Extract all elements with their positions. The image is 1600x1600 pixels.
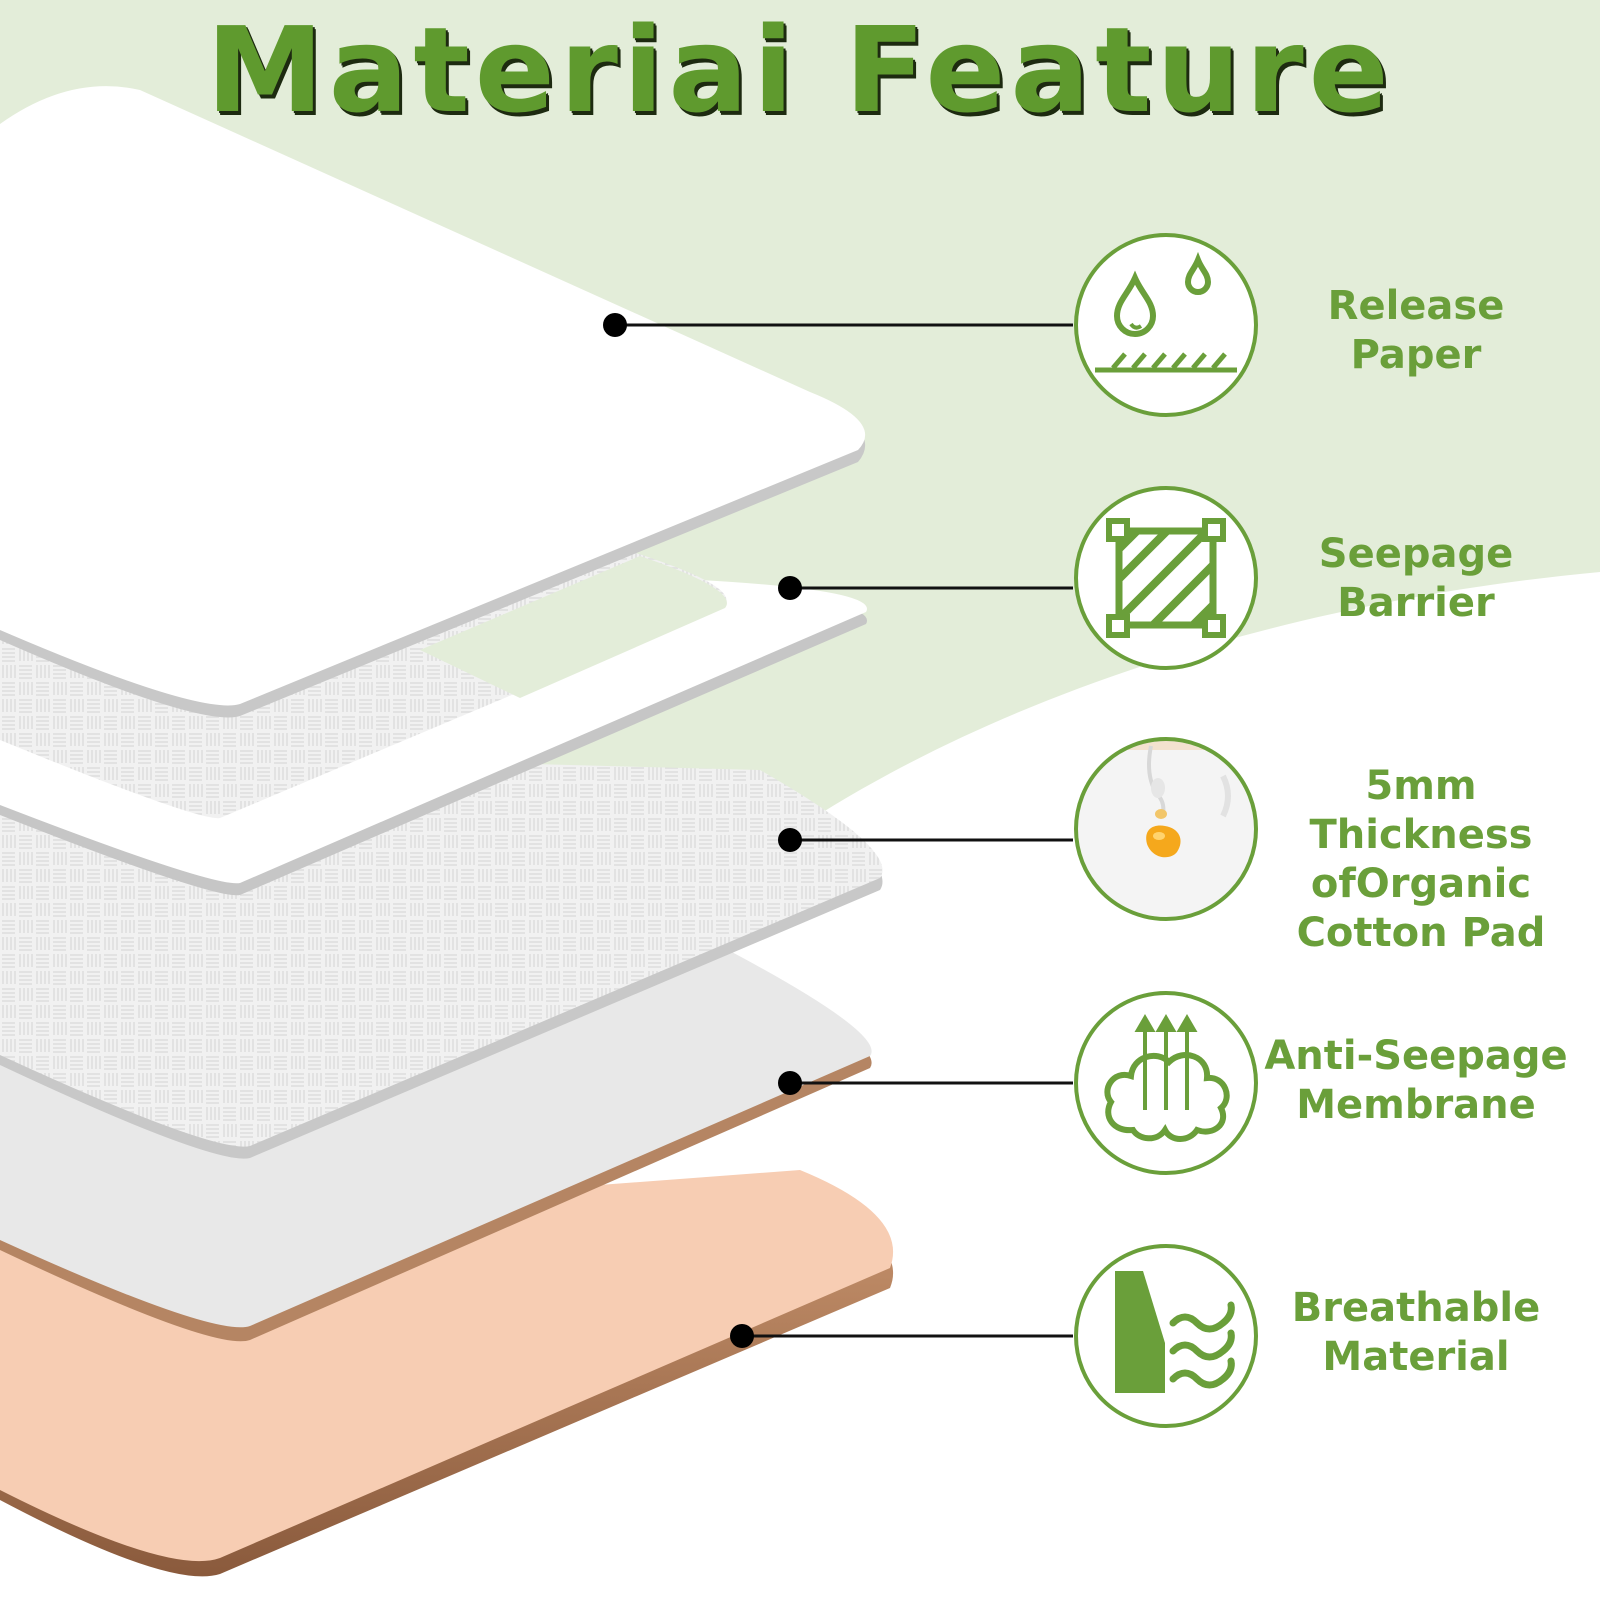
leader-dots bbox=[603, 313, 802, 1348]
feature-label-release-paper: Release Paper bbox=[1327, 283, 1505, 378]
leader-lines bbox=[615, 323, 1073, 1338]
feature-label-breathable-material: Breathable Material bbox=[1291, 1285, 1541, 1380]
wall-wind-icon bbox=[1074, 1244, 1258, 1428]
cotton-pad-window-green bbox=[420, 556, 727, 698]
page-title: Materiai Feature bbox=[206, 1, 1394, 139]
release-paper-layer bbox=[0, 86, 866, 718]
cloud-arrows-icon bbox=[1074, 991, 1258, 1175]
leader-dot-cotton-pad bbox=[778, 828, 802, 852]
hatched-square-icon bbox=[1074, 486, 1258, 670]
leader-dot-membrane bbox=[778, 1071, 802, 1095]
feature-label-cotton-pad: 5mm Thickness ofOrganic Cotton Pad bbox=[1296, 763, 1546, 956]
water-drop-icon bbox=[1074, 233, 1258, 417]
feature-label-seepage-barrier: Seepage Barrier bbox=[1318, 531, 1514, 626]
feature-label-anti-seepage-membrane: Anti-Seepage Membrane bbox=[1264, 1033, 1568, 1128]
cotton-drop-photo-icon bbox=[1074, 737, 1258, 921]
leader-dot-breathable bbox=[730, 1324, 754, 1348]
leader-dot-seepage-barrier bbox=[778, 576, 802, 600]
leader-dot-release-paper bbox=[603, 313, 627, 337]
